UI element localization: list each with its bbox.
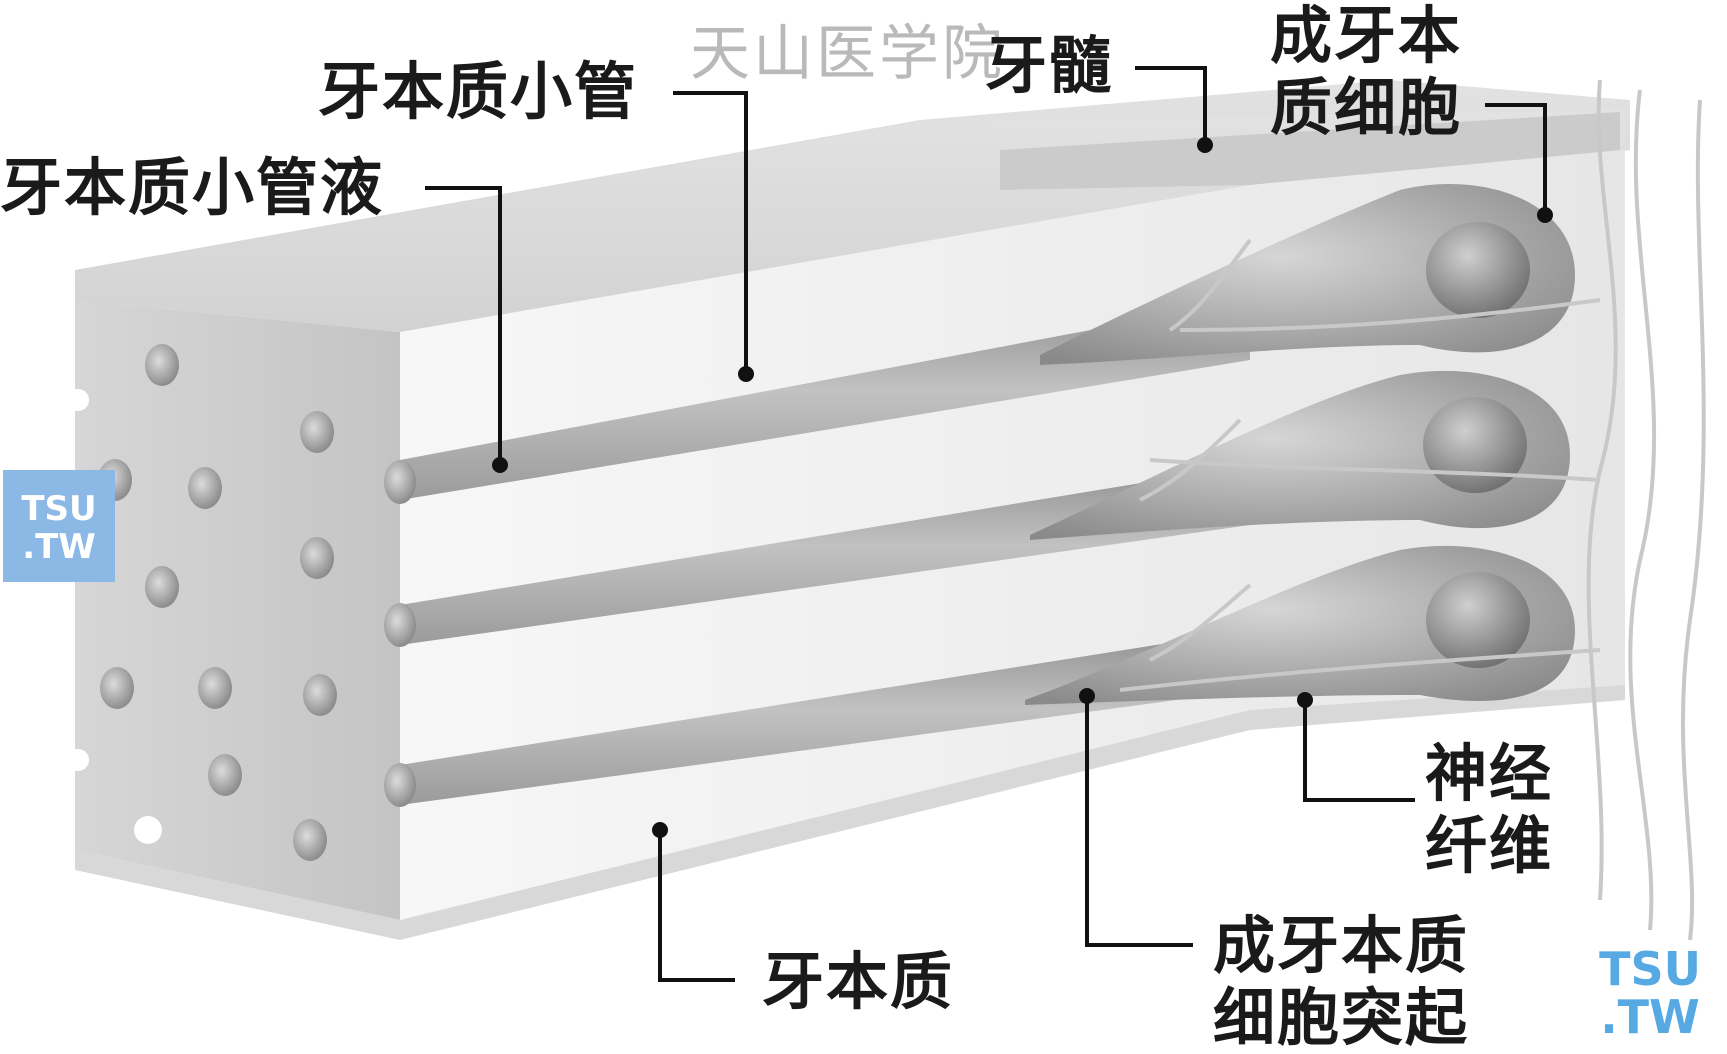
block-pulp-top xyxy=(1000,112,1620,190)
leader-lines xyxy=(425,66,1547,982)
tubule-opening xyxy=(145,344,179,386)
tubule-opening xyxy=(293,819,327,861)
leader-line-odontoblast xyxy=(1485,103,1547,215)
label-nerve-fiber-line1: 神经 xyxy=(1425,737,1554,810)
block-bottom-shadow xyxy=(75,685,1625,940)
nerve-fiber xyxy=(1119,648,1601,692)
tubule-opening xyxy=(188,467,222,509)
tubule-opening xyxy=(100,667,134,709)
cell-nucleus xyxy=(1426,222,1530,318)
nerve-fiber xyxy=(1586,79,1618,901)
tubule-opening xyxy=(300,411,334,453)
label-odontoblast-process-line2: 细胞突起 xyxy=(1213,981,1470,1054)
logo-line1: TSU xyxy=(1599,942,1701,996)
logo-line2: .TW xyxy=(22,527,96,567)
tubule-opening xyxy=(198,667,232,709)
tubule-end xyxy=(384,460,416,504)
tubule-opening xyxy=(303,674,337,716)
odontoblast-cell xyxy=(1025,545,1575,705)
logo-line1: TSU xyxy=(21,489,97,529)
leader-dots xyxy=(492,137,1553,838)
dentin-block xyxy=(67,79,1706,941)
logo-line2: .TW xyxy=(1600,990,1700,1044)
leader-line-odontoblast-process xyxy=(1085,696,1193,947)
leader-dot xyxy=(652,822,668,838)
leader-dot xyxy=(1079,688,1095,704)
leader-line-dentin xyxy=(658,830,735,982)
edge-notch xyxy=(67,749,89,771)
leader-line-dentinal-fluid xyxy=(425,186,502,465)
block-end-face xyxy=(75,300,400,920)
nerve-fibers xyxy=(1119,79,1706,941)
edge-notch xyxy=(134,816,162,844)
tubule xyxy=(396,300,1250,500)
label-odontoblast-line2: 质细胞 xyxy=(1270,71,1463,144)
label-odontoblast-process-line1: 成牙本质 xyxy=(1213,909,1470,982)
tubule-end xyxy=(384,603,416,647)
nerve-fiber xyxy=(1149,458,1601,482)
edge-notch xyxy=(67,389,89,411)
tubules xyxy=(384,300,1250,807)
leader-line-dentinal-tubule xyxy=(673,91,748,374)
tubule-opening xyxy=(300,537,334,579)
cell-nucleus xyxy=(1423,397,1527,493)
cell-nucleus xyxy=(1426,572,1530,668)
leader-dot xyxy=(492,457,508,473)
label-odontoblast: 成牙本 质细胞 xyxy=(1270,0,1462,144)
leader-line-pulp xyxy=(1135,66,1207,145)
label-odontoblast-process: 成牙本质 细胞突起 xyxy=(1213,910,1469,1054)
nerve-fiber xyxy=(1139,418,1242,502)
label-dentinal-tubule: 牙本质小管 xyxy=(318,55,639,128)
nerve-fiber xyxy=(1168,238,1252,332)
leader-line-nerve xyxy=(1303,700,1415,802)
odontoblast-cell xyxy=(1030,370,1570,540)
tubule-opening xyxy=(208,754,242,796)
leader-dot xyxy=(1297,692,1313,708)
tubule-opening xyxy=(145,566,179,608)
label-pulp: 牙髓 xyxy=(985,29,1114,102)
tubule-end xyxy=(384,763,416,807)
leader-dot xyxy=(738,366,754,382)
label-nerve-fiber-line2: 纤维 xyxy=(1425,809,1554,882)
nerve-fiber xyxy=(1149,583,1252,662)
label-nerve-fiber: 神经 纤维 xyxy=(1425,738,1553,882)
watermark-text: 天山医学院 xyxy=(690,19,1005,89)
nerve-fiber xyxy=(1179,298,1601,332)
label-odontoblast-line1: 成牙本 xyxy=(1270,0,1463,72)
leader-dot xyxy=(1197,137,1213,153)
tubule-openings xyxy=(67,344,337,861)
tsu-logo-left: TSU .TW xyxy=(3,470,115,582)
label-dentinal-fluid: 牙本质小管液 xyxy=(0,151,385,224)
nerve-fiber xyxy=(1628,89,1657,931)
label-dentin: 牙本质 xyxy=(762,945,955,1018)
nerve-fiber xyxy=(1680,99,1706,941)
leader-dot xyxy=(1537,207,1553,223)
tsu-logo-right: TSU .TW xyxy=(1585,945,1715,1045)
tubule xyxy=(396,630,1250,805)
tubule xyxy=(396,465,1250,645)
